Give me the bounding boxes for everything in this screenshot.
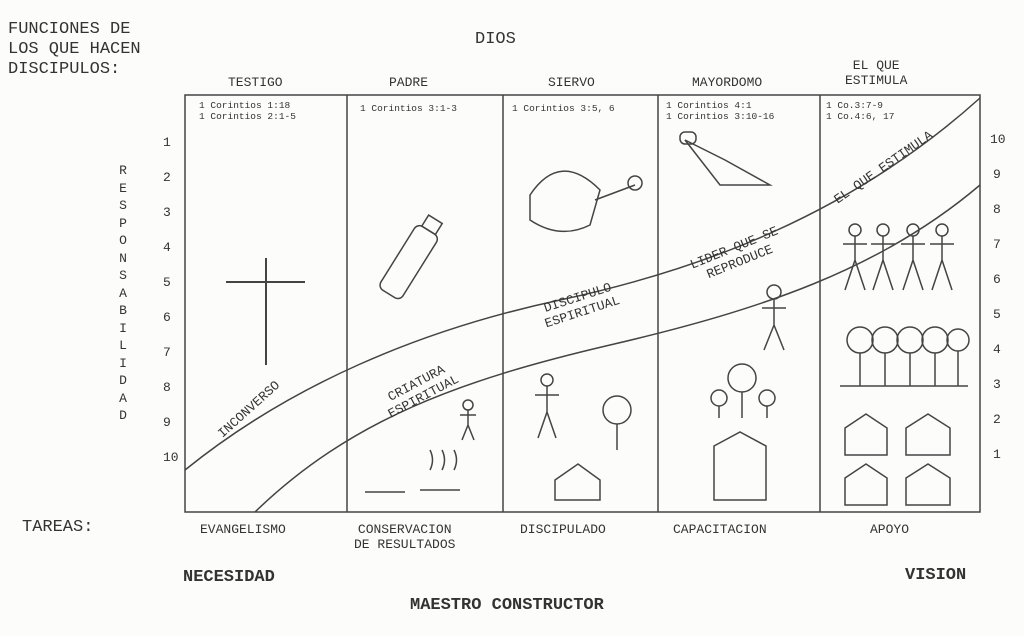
trees-icon — [602, 326, 970, 450]
reference-siervo: 1 Corintios 3:5, 6 — [512, 103, 615, 114]
left-scale-tick: 9 — [163, 415, 171, 430]
stick-figures-icon — [460, 223, 954, 441]
role-siervo: SIERVO — [548, 75, 595, 90]
task-evangelismo: EVANGELISMO — [200, 522, 286, 537]
reference-line: 1 Co.4:6, 17 — [826, 111, 895, 122]
right-scale-tick: 1 — [993, 447, 1001, 462]
cross-icon — [226, 258, 305, 365]
title-line: LOS QUE HACEN — [8, 40, 141, 59]
left-scale-tick: 2 — [163, 170, 171, 185]
task-line: DE RESULTADOS — [354, 537, 456, 552]
right-scale-tick: 3 — [993, 377, 1001, 392]
right-scale-tick: 4 — [993, 342, 1001, 357]
left-scale-tick: 5 — [163, 275, 171, 290]
trowel-icon — [679, 131, 773, 186]
growth-curve-lower — [254, 184, 981, 513]
growth-curve-upper — [184, 97, 981, 471]
reference-line: 1 Corintios 3:10-16 — [666, 111, 775, 122]
left-scale-tick: 1 — [163, 135, 171, 150]
bottom-left-label: NECESIDAD — [183, 568, 275, 587]
left-scale-tick: 6 — [163, 310, 171, 325]
tasks-label: TAREAS: — [22, 518, 94, 537]
diagram-frame — [184, 94, 981, 513]
left-scale-tick: 3 — [163, 205, 171, 220]
reference-line: 1 Corintios 3:1-3 — [360, 103, 457, 114]
baby-bottle-icon — [379, 214, 444, 300]
task-line: CONSERVACION — [357, 522, 452, 537]
task-discipulado: DISCIPULADO — [520, 522, 606, 537]
left-scale-tick: 8 — [163, 380, 171, 395]
bottom-right-label: VISION — [905, 566, 967, 585]
buildings-icon — [365, 413, 951, 506]
role-line: EL QUE — [852, 58, 900, 73]
bottom-center-label: MAESTRO CONSTRUCTOR — [410, 596, 604, 615]
reference-line: 1 Co.3:7-9 — [826, 100, 884, 111]
reference-padre: 1 Corintios 3:1-3 — [360, 103, 457, 114]
role-line: ESTIMULA — [845, 73, 908, 88]
reference-line: 1 Corintios 1:18 — [199, 100, 291, 111]
left-scale-tick: 4 — [163, 240, 171, 255]
role-el-que-estimula: EL QUE ESTIMULA — [845, 58, 907, 88]
top-label: DIOS — [475, 30, 516, 49]
diagram-title: FUNCIONES DE LOS QUE HACEN DISCIPULOS: — [8, 20, 141, 80]
right-scale-tick: 5 — [993, 307, 1001, 322]
reference-line: 1 Corintios 2:1-5 — [199, 111, 296, 122]
role-mayordomo: MAYORDOMO — [692, 75, 763, 90]
reference-line: 1 Corintios 3:5, 6 — [512, 103, 615, 114]
left-scale-tick: 10 — [163, 450, 179, 465]
title-line: DISCIPULOS: — [8, 60, 121, 79]
task-capacitacion: CAPACITACION — [673, 522, 767, 537]
role-testigo: TESTIGO — [228, 75, 283, 90]
right-scale-tick: 2 — [993, 412, 1001, 427]
right-scale-tick: 8 — [993, 202, 1001, 217]
role-padre: PADRE — [389, 75, 429, 90]
reference-line: 1 Corintios 4:1 — [666, 100, 752, 111]
title-line: FUNCIONES DE — [8, 20, 131, 39]
right-scale-tick: 6 — [993, 272, 1001, 287]
right-scale-tick: 10 — [990, 132, 1006, 147]
left-scale-tick: 7 — [163, 345, 171, 360]
right-scale-tick: 9 — [993, 167, 1001, 182]
watering-can-icon — [529, 170, 643, 233]
task-apoyo: APOYO — [870, 522, 910, 537]
right-scale-tick: 7 — [993, 237, 1001, 252]
responsibility-axis-label: RESPONSABILIDAD — [119, 163, 127, 423]
